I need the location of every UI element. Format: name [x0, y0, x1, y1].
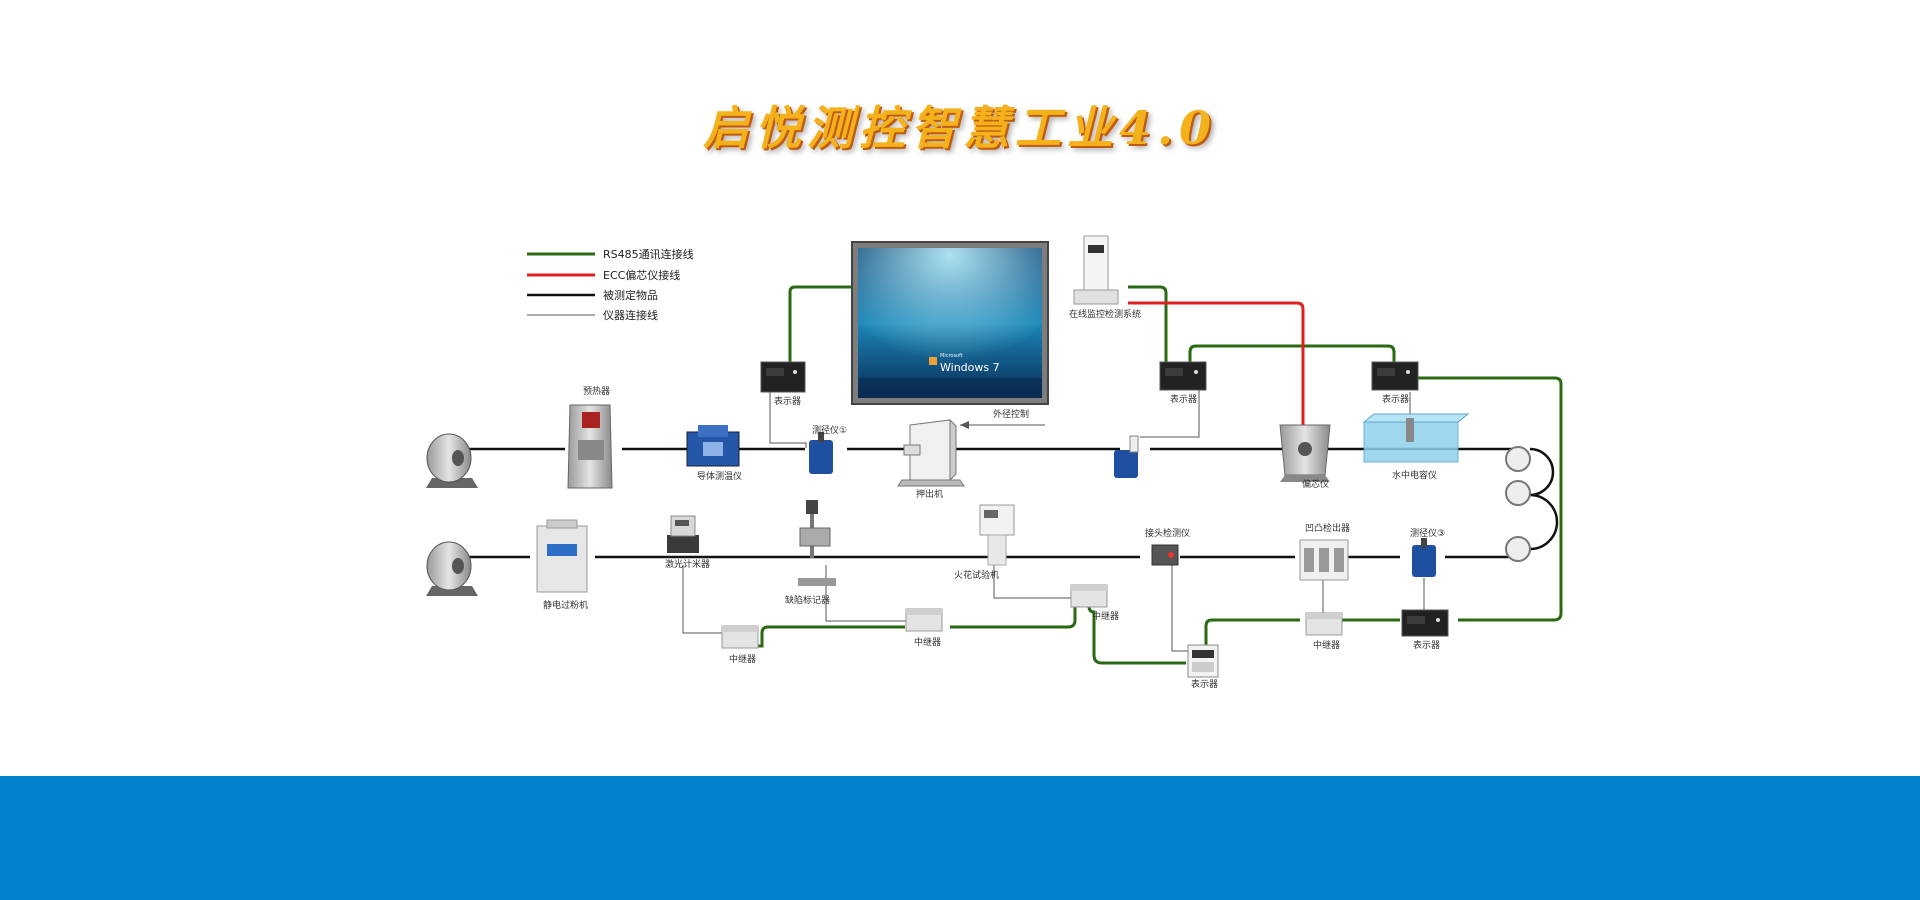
eccentric-gauge: 偏芯仪 [1279, 424, 1331, 490]
water-capacitance-label: 水中电容仪 [1392, 469, 1437, 481]
payoff-reel-top [426, 433, 478, 488]
diameter-gauge-1: 测径仪① [809, 424, 847, 474]
water-capacitance-tank: 水中电容仪 [1362, 413, 1470, 481]
online-monitor-label: 在线监控检测系统 [1069, 308, 1141, 320]
relay-4: 中继器 [1305, 612, 1343, 651]
diameter-gauge-3: 测径仪③ [1410, 527, 1445, 577]
defect-marker-label: 缺陷标记器 [785, 594, 830, 606]
relay-3-label: 中继器 [1092, 610, 1119, 622]
control-monitor[interactable]: Microsoft Windows 7 外径控制 [851, 241, 1049, 420]
eccentric-label: 偏芯仪 [1302, 478, 1329, 490]
display-4-label: 表示器 [1413, 639, 1440, 651]
display-unit-4: 表示器 [1401, 609, 1449, 651]
take-up-pulleys [1505, 446, 1531, 562]
display-unit-2: 表示器 [1159, 361, 1207, 405]
defect-marker-device: 缺陷标记器 [785, 500, 836, 606]
relay-3: 中继器 [1070, 584, 1119, 622]
joint-detector-device: 接头检测仪 [1145, 527, 1190, 566]
diameter-1-label: 测径仪① [812, 424, 847, 436]
bump-detector-device: 凹凸检出器 [1299, 522, 1350, 581]
laser-meter-device: 激光计米器 [665, 515, 710, 570]
relay-1: 中继器 [721, 625, 759, 665]
relay-2: 中继器 [905, 608, 943, 648]
extruder-label: 押出机 [916, 488, 943, 500]
preheater-device: 预热器 [567, 385, 613, 489]
conductor-tester-label: 导体测温仪 [697, 470, 742, 482]
static-machine-device: 静电过粉机 [536, 519, 588, 611]
spark-tester-label: 火花试验机 [954, 569, 999, 581]
instrument-lines [682, 380, 1425, 652]
display-3-label: 表示器 [1382, 393, 1409, 405]
relay-2-label: 中继器 [914, 636, 941, 648]
legend-label-product: 被测定物品 [603, 288, 658, 302]
display-unit-1: 表示器 [760, 361, 806, 407]
rs485-lines [735, 285, 1563, 665]
ecc-line [1128, 301, 1305, 425]
bump-detector-label: 凹凸检出器 [1305, 522, 1350, 534]
diameter-3-label: 测径仪③ [1410, 527, 1445, 539]
preheater-label: 预热器 [583, 385, 610, 397]
online-monitor-device: 在线监控检测系统 [1069, 235, 1141, 320]
joint-detector-label: 接头检测仪 [1145, 527, 1190, 539]
windows-brand: Microsoft [940, 353, 963, 359]
display-unit-3: 表示器 [1371, 361, 1419, 405]
laser-meter-label: 激光计米器 [665, 558, 710, 570]
display-2-label: 表示器 [1170, 393, 1197, 405]
legend: RS485通讯连接线 ECC偏芯仪接线 被测定物品 仪器连接线 [527, 247, 694, 322]
legend-label-instrument: 仪器连接线 [603, 308, 658, 322]
system-diagram: RS485通讯连接线 ECC偏芯仪接线 被测定物品 仪器连接线 [426, 235, 1563, 690]
windows-logo-icon [929, 357, 937, 365]
diameter-gauge-2 [1114, 435, 1139, 478]
footer-band [0, 776, 1920, 900]
display-1-label: 表示器 [774, 395, 801, 407]
legend-label-ecc: ECC偏芯仪接线 [603, 268, 680, 282]
conductor-tester-device: 导体测温仪 [686, 425, 742, 482]
relay-1-label: 中继器 [729, 653, 756, 665]
relay-4-label: 中继器 [1313, 639, 1340, 651]
product-lines [465, 447, 1559, 559]
extruder-device: 押出机 [897, 418, 965, 500]
external-control-label: 外径控制 [993, 408, 1029, 420]
arrow-icon [960, 421, 969, 429]
display-5-label: 表示器 [1191, 678, 1218, 690]
display-unit-5: 表示器 [1187, 644, 1219, 690]
windows-version: Windows 7 [940, 361, 1000, 374]
payoff-reel-bottom [426, 541, 478, 596]
legend-label-rs485: RS485通讯连接线 [603, 247, 694, 261]
page-title: 启悦测控智慧工业4.0 [702, 101, 1218, 155]
static-machine-label: 静电过粉机 [543, 599, 588, 611]
spark-tester-device: 火花试验机 [954, 504, 1015, 581]
